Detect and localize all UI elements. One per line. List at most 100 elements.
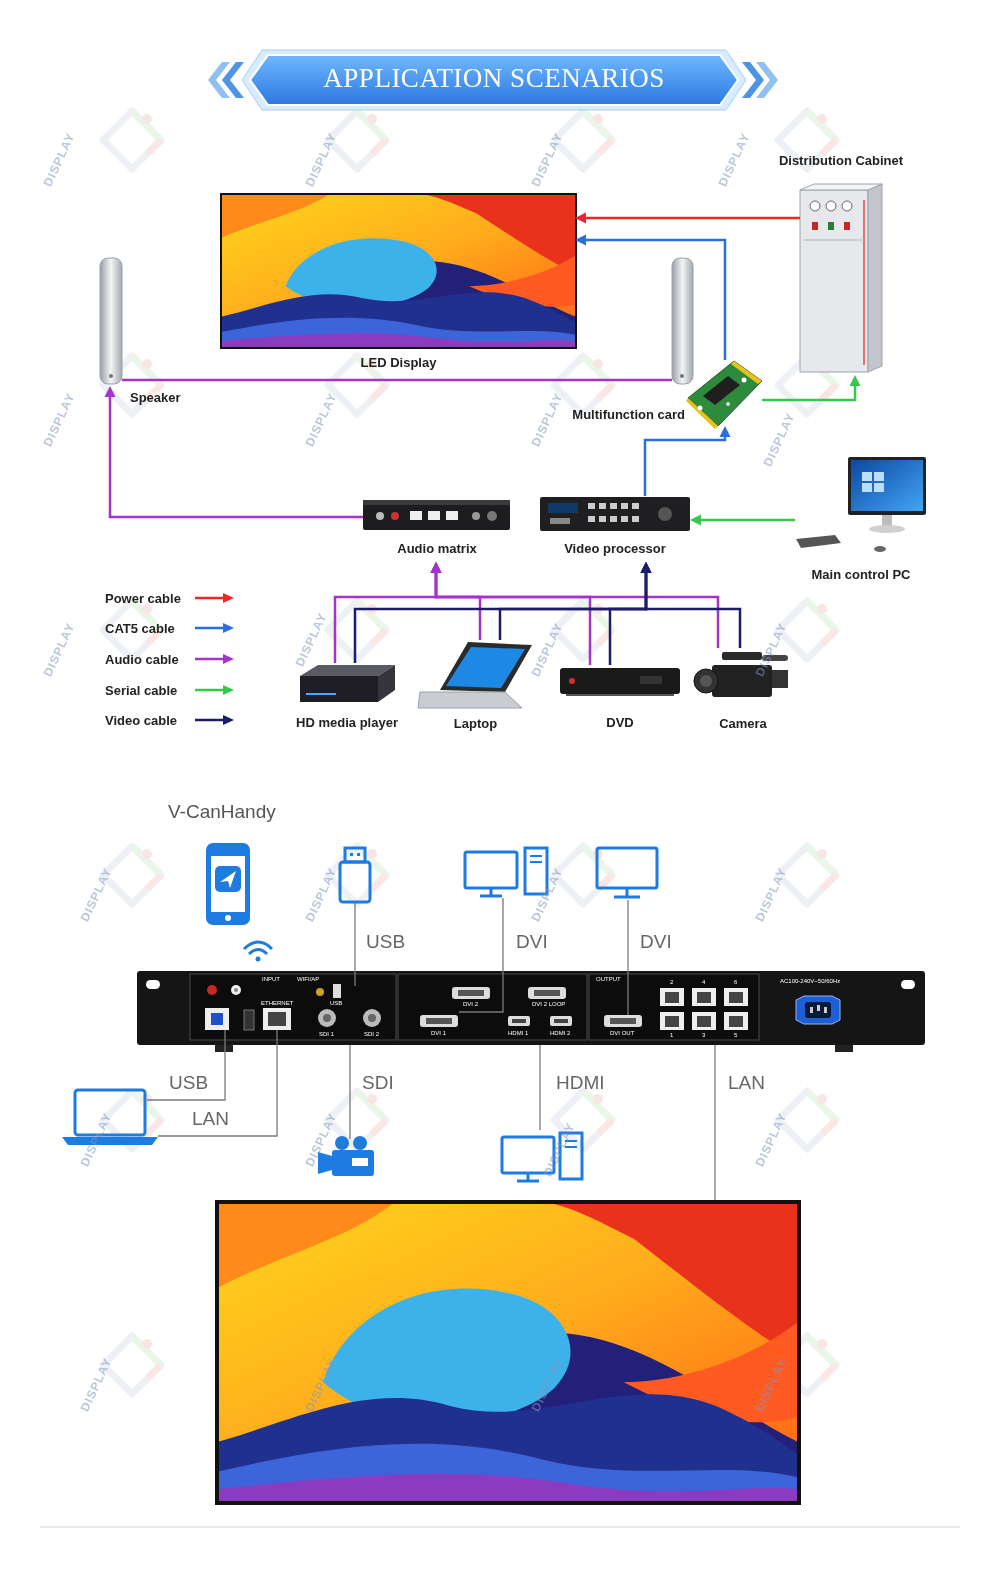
shape-area	[418, 640, 533, 710]
watermark: DISPLAY	[304, 391, 341, 449]
watermark: DISPLAY	[754, 621, 791, 679]
cable-line	[762, 384, 855, 400]
watermark: DISPLAY	[79, 1111, 116, 1169]
arrowhead	[575, 213, 586, 224]
node-label: HD media player	[296, 715, 398, 730]
legend-line	[195, 627, 225, 630]
node-label: Camera	[695, 716, 791, 731]
port-label: WIFI/AP	[297, 976, 319, 983]
camera: Camera	[695, 648, 791, 737]
video-processor: Video processor	[540, 496, 690, 562]
main-control-pc: Main control PC	[795, 455, 927, 588]
cable-connector	[431, 562, 719, 648]
node-label: Speaker	[130, 390, 181, 405]
arrowhead	[641, 562, 652, 573]
legend-line	[195, 658, 225, 661]
cable-label: HDMI	[556, 1072, 605, 1094]
port-label: 6	[734, 979, 737, 986]
legend-line	[195, 597, 225, 600]
watermark: DISPLAY	[79, 1356, 116, 1414]
watermark: DISPLAY	[42, 621, 79, 679]
port-label: 2	[670, 979, 673, 986]
distribution-cabinet: Distribution Cabinet	[800, 185, 882, 375]
shape-area	[222, 195, 575, 347]
laptop: Laptop	[418, 640, 533, 737]
shape-area	[298, 663, 396, 705]
node-label: Main control PC	[795, 567, 927, 582]
watermark: DISPLAY	[530, 1356, 567, 1414]
watermark: DISPLAY	[530, 131, 567, 189]
watermark: DISPLAY	[542, 1121, 579, 1179]
cable-connector	[431, 562, 481, 640]
banner-title: APPLICATION SCENARIOS	[323, 63, 664, 94]
arrowhead	[641, 562, 652, 573]
shape-area	[540, 496, 690, 532]
port-label: AC100-240V~50/60Hz	[780, 978, 840, 985]
legend-row: Audio cable	[105, 650, 245, 668]
cable-label: USB	[366, 931, 405, 953]
watermark: DISPLAY	[304, 866, 341, 924]
node-label: Multifunction card	[572, 407, 685, 422]
legend-arrowhead	[223, 715, 234, 725]
node-label: Video processor	[540, 541, 690, 556]
cable-line	[646, 571, 740, 648]
arrowhead	[431, 562, 442, 573]
shape-area	[695, 648, 791, 706]
watermark: DISPLAY	[754, 866, 791, 924]
hd-media-player: HD media player	[296, 663, 398, 736]
cable-label: SDI	[362, 1072, 394, 1094]
watermark: DISPLAY	[754, 1111, 791, 1169]
cable-connector	[645, 426, 731, 496]
legend-arrowhead	[223, 593, 234, 603]
cable-connector	[575, 213, 800, 224]
watermark: DISPLAY	[79, 866, 116, 924]
arrowhead	[690, 515, 701, 526]
arrowhead	[431, 562, 442, 573]
cable-connector	[431, 562, 591, 665]
node-label: LED Display	[222, 355, 575, 370]
legend-sample	[193, 589, 237, 607]
port-label: USB	[330, 1000, 342, 1007]
port-label: SDI 1	[319, 1031, 334, 1038]
legend-text: Audio cable	[105, 652, 179, 667]
shape-area	[363, 498, 511, 532]
arrowhead	[850, 375, 861, 386]
port-label: 1	[670, 1032, 673, 1039]
watermark: DISPLAY	[294, 611, 331, 669]
cable-label: DVI	[516, 931, 548, 953]
cable-connector	[105, 386, 364, 517]
port-label: HDMI 1	[508, 1030, 528, 1037]
watermark: DISPLAY	[717, 131, 754, 189]
cable-connector	[335, 562, 442, 663]
node-label: Audio matrix	[363, 541, 511, 556]
watermark: DISPLAY	[42, 391, 79, 449]
node-label: DVD	[558, 715, 682, 730]
port-label: ETHERNET	[261, 1000, 293, 1007]
cable-line	[584, 217, 800, 220]
legend-row: Serial cable	[105, 681, 245, 699]
legend-sample	[193, 711, 237, 729]
port-label: 3	[702, 1032, 705, 1039]
port-label: 5	[734, 1032, 737, 1039]
arrowhead	[105, 386, 116, 397]
cable-label: USB	[169, 1072, 208, 1094]
port-label: DVI 2 LOOP	[532, 1001, 565, 1008]
led-display: LED Display	[222, 195, 575, 376]
cable-connector	[500, 562, 652, 640]
cable-line	[645, 435, 725, 496]
cable-line	[500, 571, 646, 640]
watermark: DISPLAY	[42, 131, 79, 189]
cable-line	[610, 571, 646, 665]
watermark: DISPLAY	[304, 131, 341, 189]
port-label: DVI 1	[431, 1030, 446, 1037]
legend-arrowhead	[223, 623, 234, 633]
port-label: SDI 2	[364, 1031, 379, 1038]
legend-row: Video cable	[105, 711, 245, 729]
node-label: Distribution Cabinet	[779, 153, 903, 168]
cable-line	[699, 519, 795, 522]
shape-area	[795, 455, 927, 555]
multifunction-card: Multifunction card	[688, 360, 762, 426]
